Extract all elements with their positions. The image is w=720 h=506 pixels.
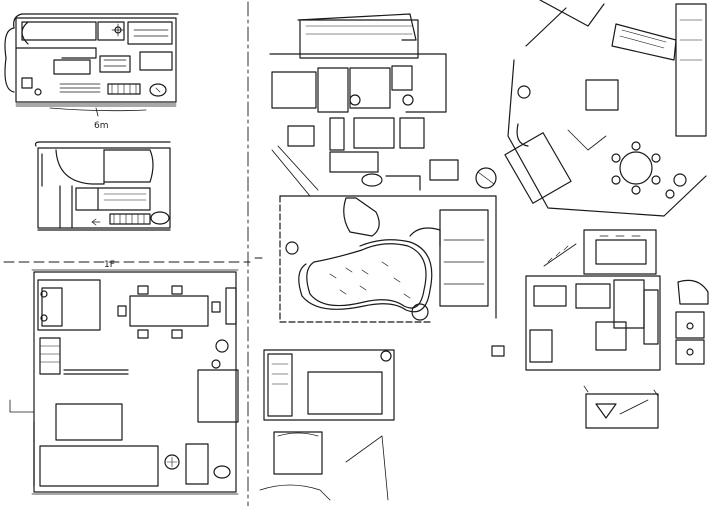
- floor-label-1f: 1F: [104, 260, 115, 270]
- plan-top-right: [505, 0, 706, 216]
- page-dividers: [4, 2, 262, 506]
- plan-lower-left-small: [36, 142, 171, 230]
- plan-top-left: [5, 14, 178, 116]
- plan-pool: [280, 196, 504, 356]
- plan-1f: [10, 270, 238, 494]
- plan-top-middle: [270, 14, 496, 196]
- dimension-label-6m: 6m: [94, 121, 109, 131]
- plan-bottom-right: [526, 230, 708, 428]
- plan-bottom-middle: [260, 350, 394, 500]
